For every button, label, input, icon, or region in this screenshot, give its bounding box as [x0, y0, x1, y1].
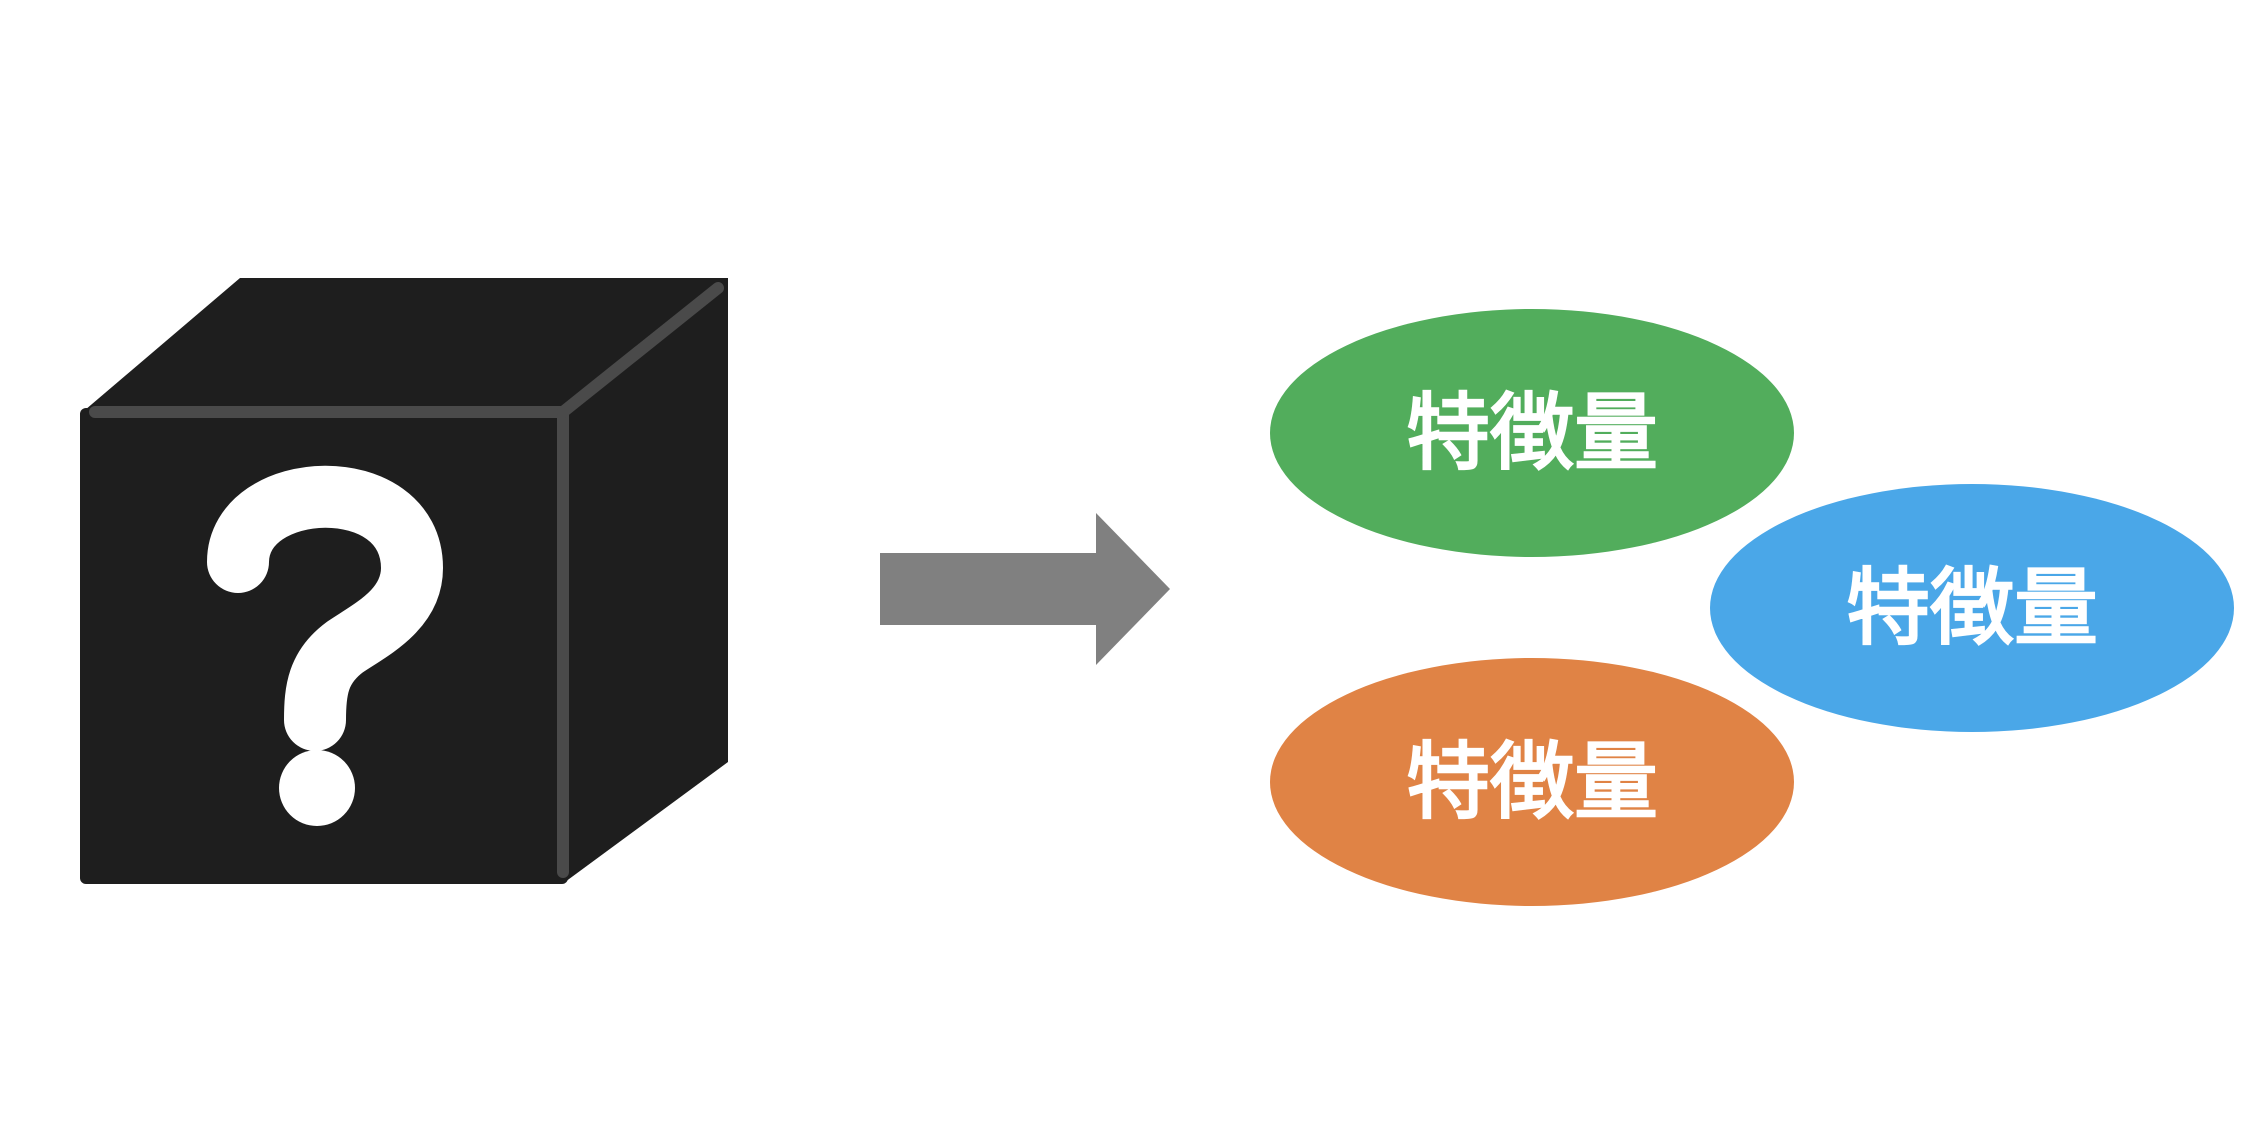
right-arrow-icon [880, 513, 1170, 665]
arrow-shaft [880, 553, 1100, 625]
arrow-head [1096, 513, 1170, 665]
feature-ellipse-orange: 特徴量 [1270, 658, 1794, 906]
feature-ellipse-shape [1270, 309, 1794, 557]
feature-ellipse-shape [1270, 658, 1794, 906]
feature-label: 特徴量 [1406, 733, 1658, 831]
box-side-face [565, 278, 728, 882]
question-mark-dot [279, 750, 355, 826]
feature-ellipse-blue: 特徴量 [1710, 484, 2234, 732]
feature-label: 特徴量 [1846, 559, 2098, 657]
feature-ellipse-green: 特徴量 [1270, 309, 1794, 557]
question-mark-hook [207, 465, 443, 751]
box-edge-diagonal [557, 282, 724, 418]
box-top-face [85, 278, 728, 410]
feature-ellipse-shape [1710, 484, 2234, 732]
question-box-icon [80, 278, 728, 884]
feature-label: 特徴量 [1406, 384, 1658, 482]
